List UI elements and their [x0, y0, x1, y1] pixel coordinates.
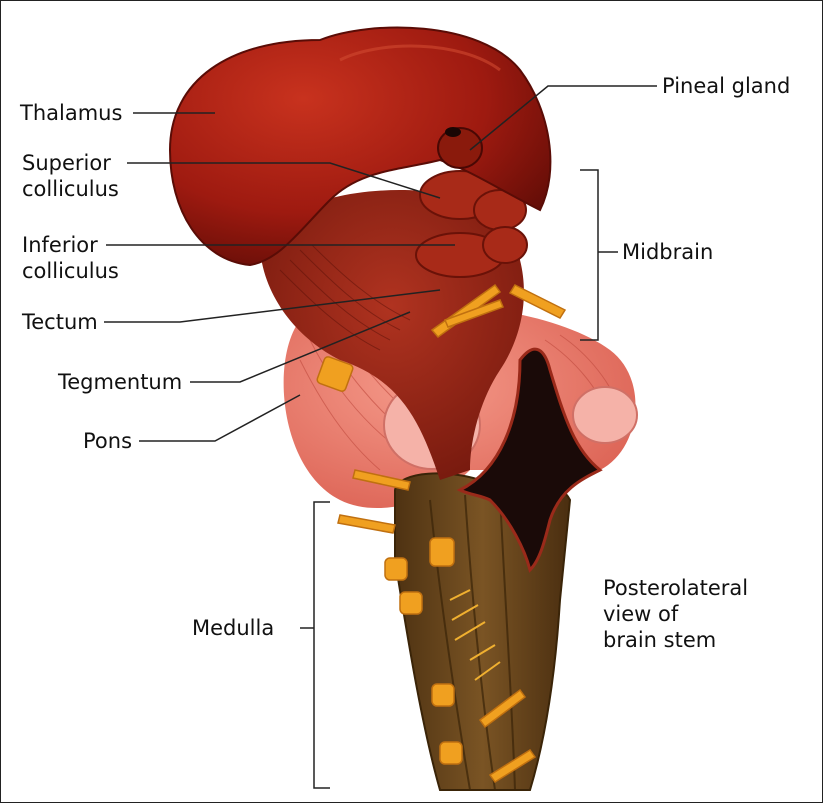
medulla-nerve-rootlets [449, 589, 501, 681]
caption-line2: view of [603, 602, 679, 626]
label-superior-colliculus: Superior colliculus [22, 150, 119, 202]
label-inferior-colliculus-line1: Inferior [22, 233, 98, 257]
inferior-colliculus-bump-2 [482, 226, 528, 264]
leader-pons [139, 394, 301, 442]
label-superior-colliculus-line2: colliculus [22, 177, 119, 201]
label-pineal-gland: Pineal gland [662, 74, 791, 98]
label-tegmentum: Tegmentum [58, 370, 183, 394]
midbrain-bracket [580, 169, 618, 341]
peduncle-cut-right [572, 386, 638, 444]
leader-tectum [104, 289, 441, 323]
label-medulla: Medulla [192, 616, 275, 640]
caption-line3: brain stem [603, 628, 717, 652]
tectum-fibers [279, 244, 411, 351]
thalamus-shape [168, 26, 552, 267]
label-superior-colliculus-line1: Superior [22, 151, 111, 175]
leader-pineal [469, 85, 657, 151]
caption-line1: Posterolateral [603, 576, 749, 600]
figure-caption: Posterolateral view of brain stem [603, 575, 748, 653]
label-inferior-colliculus: Inferior colliculus [22, 232, 119, 284]
label-inferior-colliculus-line2: colliculus [22, 259, 119, 283]
fourth-ventricle [456, 347, 603, 573]
medulla-bracket [300, 501, 330, 789]
label-pons: Pons [83, 429, 133, 453]
cranial-nerves [316, 283, 567, 784]
pineal-gland-shape [437, 127, 483, 169]
label-midbrain: Midbrain [622, 240, 714, 264]
label-tectum: Tectum [22, 310, 98, 334]
leader-superior-colliculus [127, 162, 441, 199]
leader-lines [104, 85, 657, 789]
leader-tegmentum [190, 311, 411, 383]
label-thalamus: Thalamus [20, 101, 123, 125]
